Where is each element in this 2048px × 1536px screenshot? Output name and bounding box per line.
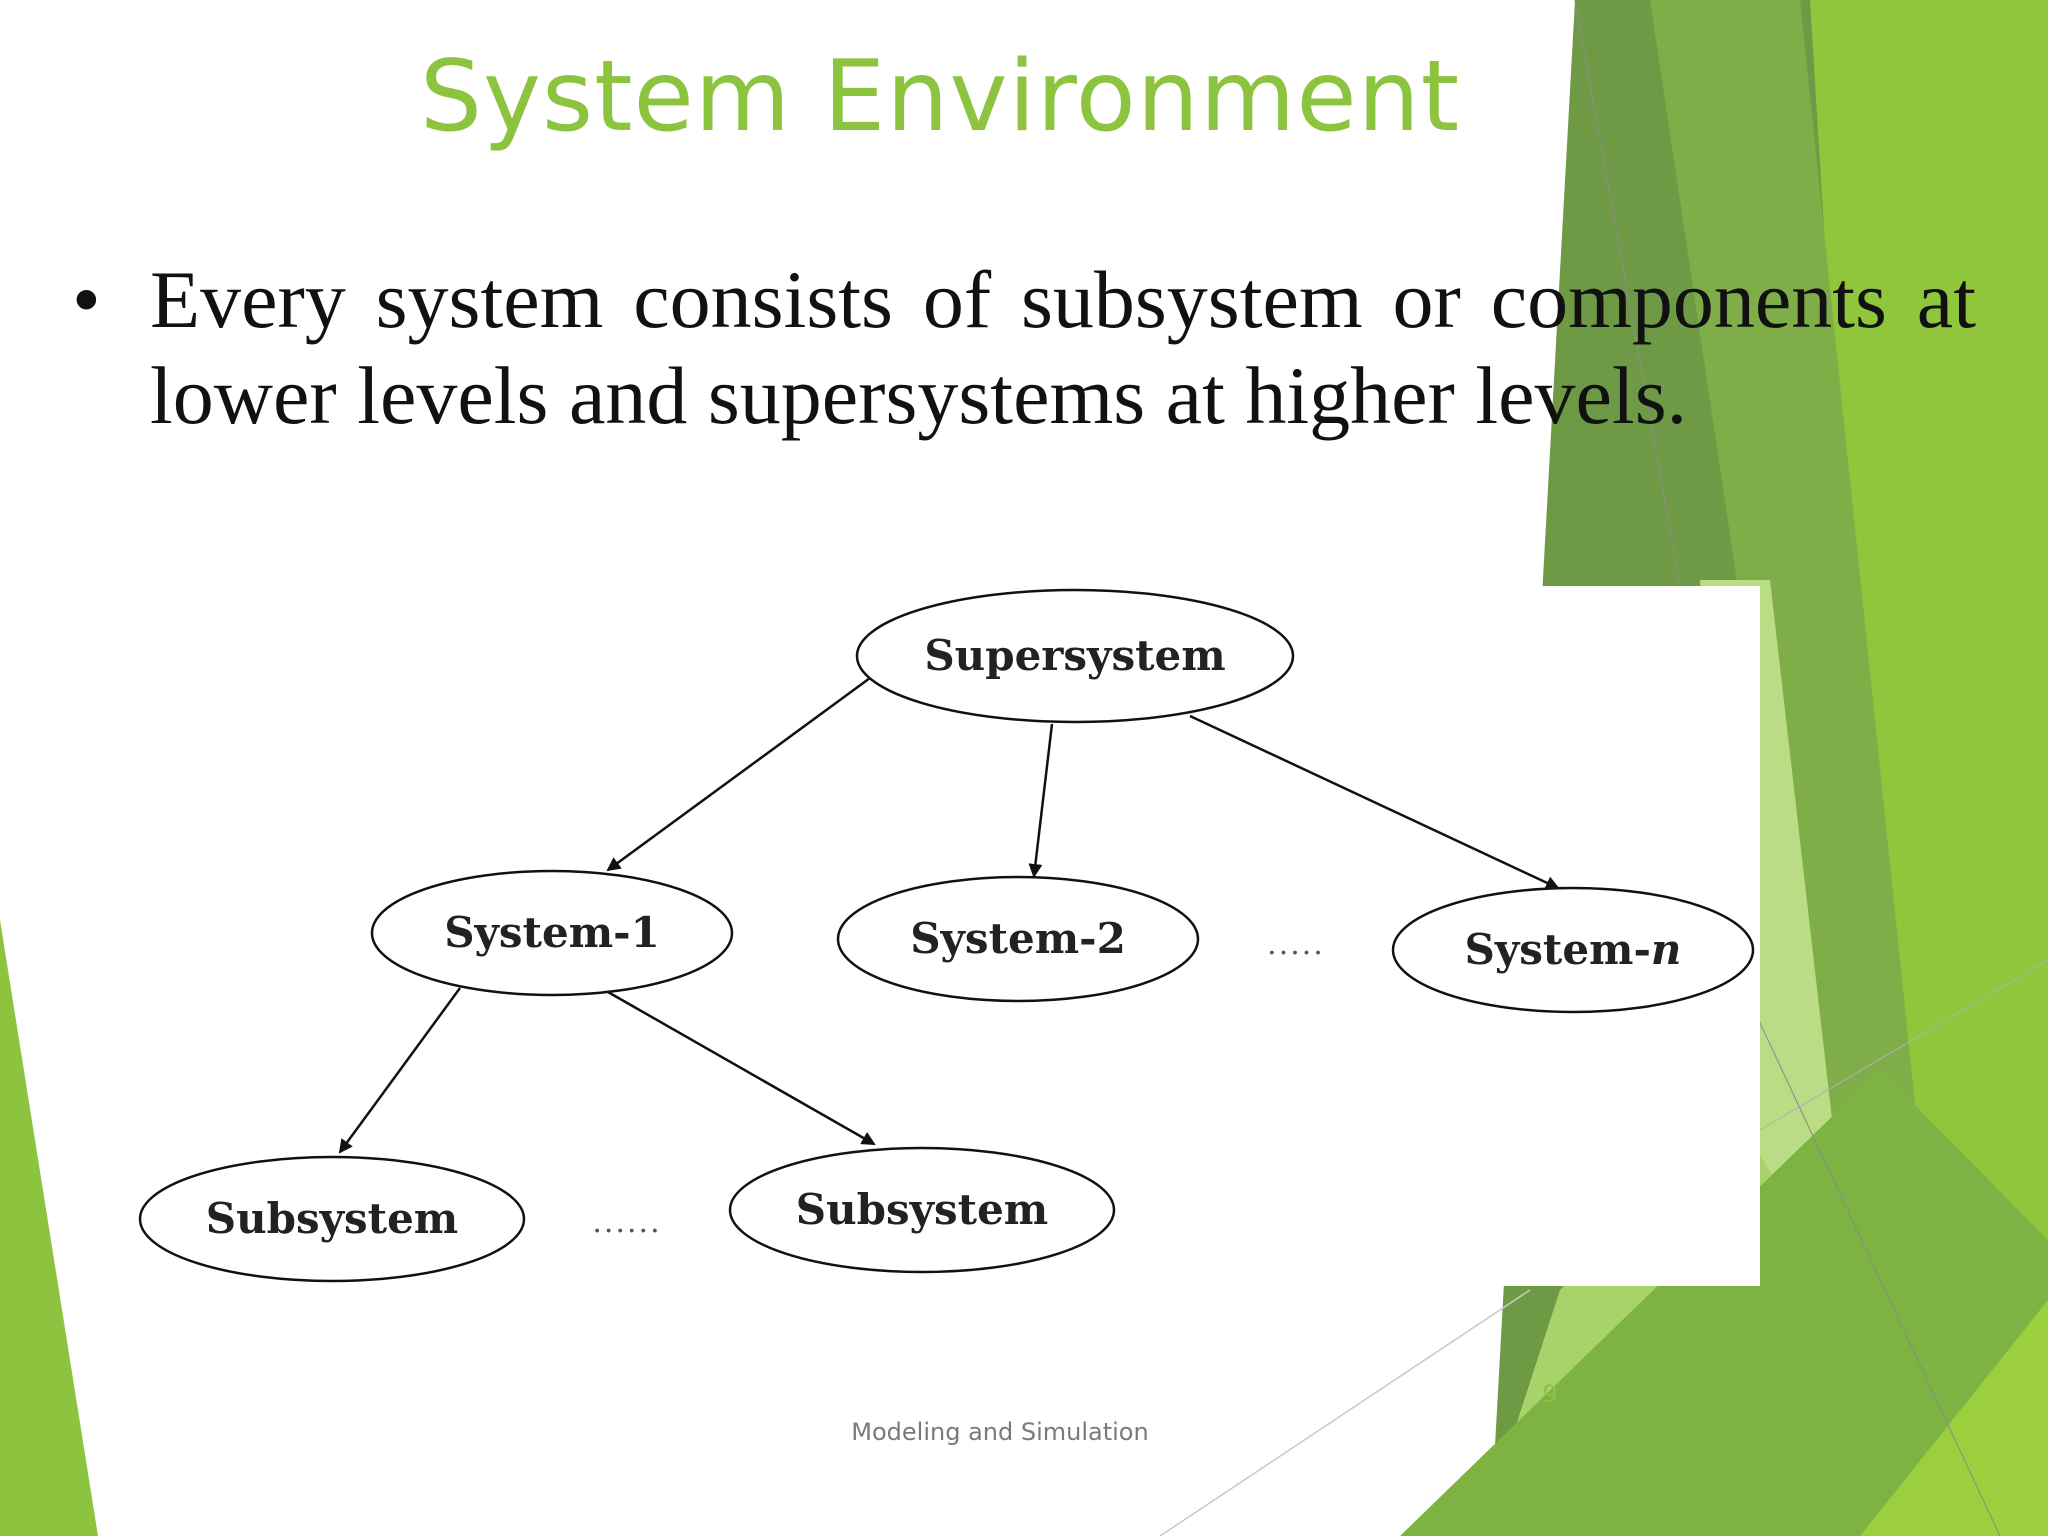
bottom-right-bright bbox=[1860, 1300, 2048, 1536]
bullet-dot-icon: • bbox=[72, 254, 101, 345]
hierarchy-diagram-panel: Supersystem System-1 System-2 ..... Syst… bbox=[130, 586, 1760, 1286]
thin-line-3 bbox=[1159, 1289, 1531, 1536]
thin-line-4 bbox=[1759, 959, 2048, 1131]
edge-system-1-subsystem-a bbox=[338, 987, 462, 1154]
node-supersystem: Supersystem bbox=[855, 588, 1295, 724]
node-system-1: System-1 bbox=[370, 869, 734, 997]
node-label: System-n bbox=[1465, 925, 1682, 974]
hierarchy-diagram: Supersystem System-1 System-2 ..... Syst… bbox=[138, 588, 1755, 1283]
systems-ellipsis: ..... bbox=[1267, 927, 1325, 962]
footer-text: Modeling and Simulation bbox=[851, 1418, 1149, 1446]
edge-supersystem-system-n bbox=[1189, 714, 1560, 890]
bullet-text: Every system consists of subsystem or co… bbox=[150, 254, 1976, 441]
bottom-green-triangle bbox=[1400, 1070, 2048, 1536]
node-subsystem-a: Subsystem bbox=[138, 1155, 526, 1283]
edge-system-1-subsystem-b bbox=[607, 990, 876, 1146]
subsystems-ellipsis: ...... bbox=[592, 1205, 661, 1240]
node-label-prefix: System- bbox=[1465, 925, 1651, 974]
left-green-shape bbox=[0, 920, 98, 1536]
thin-line-2 bbox=[1739, 979, 2001, 1536]
node-label: System-1 bbox=[444, 908, 660, 957]
node-label: Subsystem bbox=[206, 1194, 459, 1243]
node-label-italic-n: n bbox=[1651, 925, 1682, 974]
node-label: System-2 bbox=[910, 914, 1126, 963]
node-label: Supersystem bbox=[924, 631, 1225, 680]
node-system-2: System-2 bbox=[836, 875, 1200, 1003]
edge-supersystem-system-1 bbox=[606, 676, 871, 872]
page-number: 9 bbox=[1542, 1380, 1558, 1408]
node-system-n: System-n bbox=[1391, 886, 1755, 1014]
edge-supersystem-system-2 bbox=[1028, 723, 1054, 878]
node-subsystem-b: Subsystem bbox=[728, 1146, 1116, 1274]
slide-title: System Environment bbox=[419, 40, 1461, 154]
node-label: Subsystem bbox=[796, 1185, 1049, 1234]
